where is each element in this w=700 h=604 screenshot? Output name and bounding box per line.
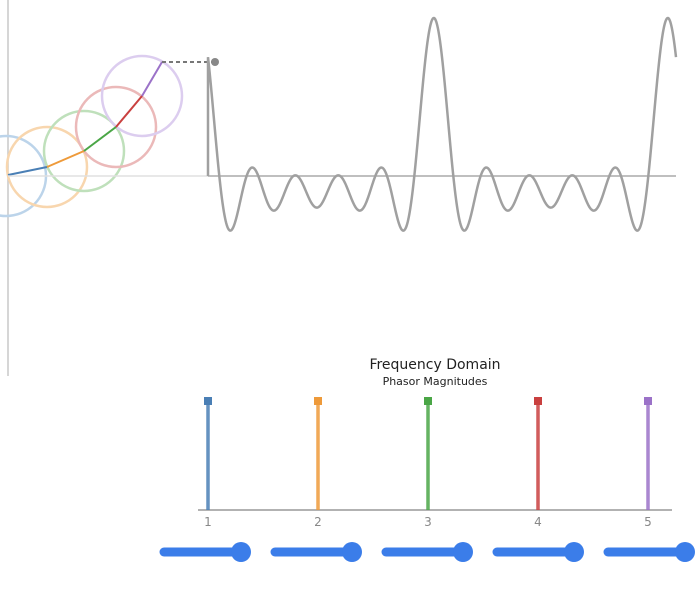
stem-marker (204, 397, 212, 405)
magnitude-slider-3[interactable] (381, 542, 473, 562)
magnitude-slider-5[interactable] (603, 542, 695, 562)
frequency-tick-label: 3 (424, 515, 432, 529)
slider-handle[interactable] (342, 542, 362, 562)
frequency-tick-label: 5 (644, 515, 652, 529)
magnitude-stem-2 (314, 397, 322, 510)
magnitude-slider-2[interactable] (270, 542, 362, 562)
frequency-domain-panel: Frequency Domain Phasor Magnitudes 1 2 3 4 5 (159, 357, 695, 562)
slider-handle[interactable] (675, 542, 695, 562)
phasor-arm-2 (46, 150, 85, 168)
frequency-tick-label: 4 (534, 515, 542, 529)
phasor-circle-5 (100, 54, 184, 138)
slider-handle[interactable] (453, 542, 473, 562)
magnitude-stem-5 (644, 397, 652, 510)
magnitude-stem-3 (424, 397, 432, 510)
time-domain-panel (0, 0, 678, 376)
frequency-tick-labels: 1 2 3 4 5 (204, 515, 652, 529)
phasor-circle-2 (5, 125, 89, 209)
phasor-arm-3 (83, 126, 117, 152)
phasor-arms (7, 61, 163, 176)
magnitude-stems (204, 397, 652, 510)
stem-marker (314, 397, 322, 405)
magnitude-slider-1[interactable] (159, 542, 251, 562)
phasor-circles (0, 54, 184, 218)
magnitude-slider-4[interactable] (492, 542, 584, 562)
frequency-domain-title: Frequency Domain (369, 357, 500, 373)
phasor-arm-1 (7, 166, 48, 176)
phasor-arm-5 (141, 61, 163, 97)
slider-handle[interactable] (564, 542, 584, 562)
phasor-arm-4 (115, 95, 143, 128)
frequency-tick-label: 1 (204, 515, 212, 529)
slider-handle[interactable] (231, 542, 251, 562)
magnitude-sliders[interactable] (159, 542, 695, 562)
phasor-circle-3 (42, 109, 126, 193)
stem-marker (424, 397, 432, 405)
stem-marker (534, 397, 542, 405)
waveform-current-point (211, 58, 219, 66)
magnitude-stem-1 (204, 397, 212, 510)
phasor-circle-4 (74, 85, 158, 169)
waveform (206, 16, 678, 232)
stem-marker (644, 397, 652, 405)
frequency-domain-subtitle: Phasor Magnitudes (383, 375, 488, 388)
frequency-tick-label: 2 (314, 515, 322, 529)
magnitude-stem-4 (534, 397, 542, 510)
